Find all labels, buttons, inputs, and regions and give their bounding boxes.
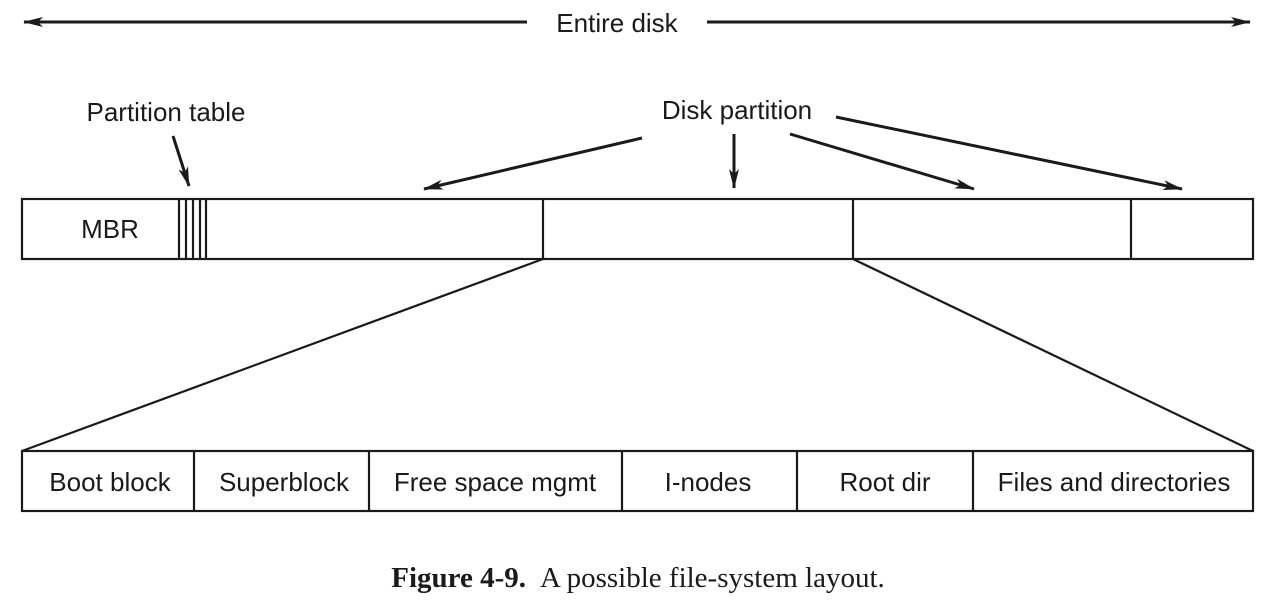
- entire-disk-label: Entire disk: [556, 8, 678, 38]
- root-dir-label: Root dir: [839, 467, 930, 497]
- partition-layout-bar: [20, 449, 1255, 513]
- partition-table-arrow: [171, 135, 191, 187]
- figure-number: Figure 4-9.: [391, 562, 526, 594]
- boot-block-label: Boot block: [49, 467, 171, 497]
- i-nodes-label: I-nodes: [665, 467, 752, 497]
- free-space-mgmt-label: Free space mgmt: [394, 467, 597, 497]
- figure-caption: Figure 4-9. A possible file-system layout…: [391, 562, 885, 594]
- partition-table-label: Partition table: [87, 97, 246, 127]
- superblock-label: Superblock: [219, 467, 350, 497]
- partition-arrow-3: [789, 132, 975, 191]
- partition-arrow-1: [423, 136, 643, 191]
- mbr-label: MBR: [81, 214, 139, 244]
- partition-arrow-4: [835, 115, 1183, 191]
- disk-partition-label: Disk partition: [662, 95, 812, 125]
- disk-bar: [20, 197, 1255, 261]
- expansion-line-left: [21, 257, 544, 453]
- caption-text: A possible file-system layout.: [540, 562, 885, 594]
- expansion-line-right: [852, 258, 1254, 452]
- disk-partition-arrows: [423, 115, 1183, 191]
- layout-outline: [20, 449, 1255, 513]
- files-and-directories-label: Files and directories: [998, 467, 1231, 497]
- disk-outline: [20, 197, 1255, 261]
